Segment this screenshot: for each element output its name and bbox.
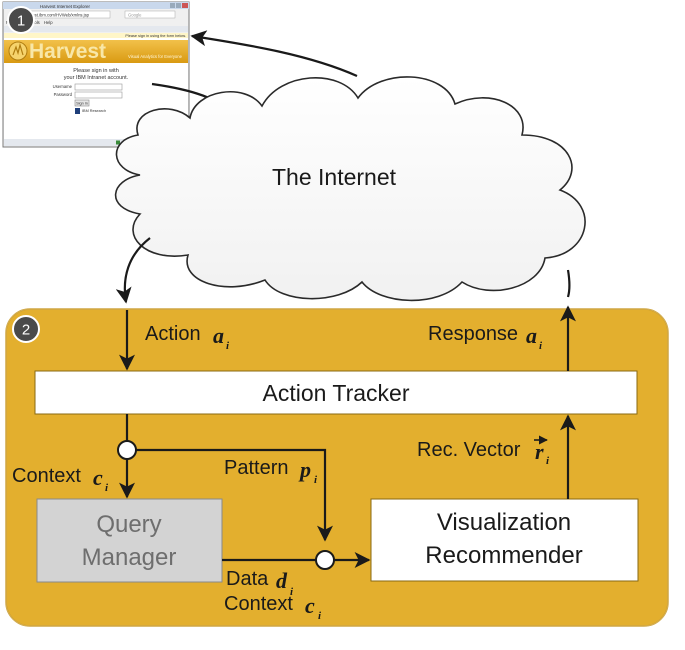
signin-line-2: your IBM Intranet account. <box>64 75 129 81</box>
internet-label: The Internet <box>272 164 397 190</box>
browser-menu-1: Tools <box>30 20 40 25</box>
junction-data <box>315 550 335 570</box>
signin-button-label: Sign In <box>76 102 88 106</box>
label-action-sub: i <box>226 340 230 352</box>
badge-1: 1 <box>7 6 35 34</box>
label-response-text: Response <box>428 323 518 345</box>
label-context-top: Context c i <box>12 465 109 494</box>
label-context-bottom-sym: c <box>305 593 315 618</box>
arrow-cloud-to-panel <box>115 237 151 304</box>
browser-address: /harvest.ibm.com/HVWeb/xmlns.jsp <box>23 13 90 18</box>
badge-1-label: 1 <box>17 13 25 30</box>
action-tracker-box: Action Tracker <box>34 370 638 415</box>
footer-brand: IBM Research <box>82 109 106 113</box>
label-rec-vector-sym: r <box>535 439 544 464</box>
label-rec-vector: Rec. Vector r i <box>417 435 550 467</box>
label-context-bottom: Context c i <box>224 593 322 622</box>
label-response: Response a i <box>428 323 543 352</box>
label-data-text: Data <box>226 568 269 590</box>
badge-2-label: 2 <box>22 322 30 339</box>
browser-search-box <box>124 10 176 19</box>
vis-recommender-box: Visualization Recommender <box>370 498 639 582</box>
label-response-sub: i <box>539 340 543 352</box>
harvest-banner <box>4 40 188 63</box>
query-manager-label-2: Manager <box>82 544 177 571</box>
arrow-panel-to-cloud <box>566 269 571 298</box>
action-tracker-label: Action Tracker <box>263 380 410 406</box>
browser-tab-title: Harvest Internet Explorer <box>40 4 91 9</box>
query-manager-label-1: Query <box>96 511 161 538</box>
label-pattern-text: Pattern <box>224 457 288 479</box>
label-pattern: Pattern p i <box>224 457 318 486</box>
harvest-logo-text: Harvest <box>29 40 106 63</box>
username-label: Username <box>53 84 73 89</box>
label-context-bottom-sub: i <box>318 610 322 622</box>
label-pattern-sym: p <box>298 457 311 482</box>
label-response-sym: a <box>526 323 537 348</box>
browser-menu-2: Help <box>44 20 53 25</box>
harvest-tagline: Visual Analytics for Everyone <box>128 54 183 59</box>
label-data: Data d i <box>226 568 294 598</box>
label-data-sym: d <box>276 568 288 593</box>
zone-icon <box>116 140 120 145</box>
browser-search-placeholder: Google <box>128 13 142 18</box>
label-data-sub: i <box>290 586 294 598</box>
label-action-sym: a <box>213 323 224 348</box>
label-context-top-sym: c <box>93 465 103 490</box>
panel-arrows <box>119 305 576 568</box>
vis-recommender-label-2: Recommender <box>425 542 582 569</box>
username-field[interactable] <box>74 83 123 91</box>
label-context-top-sub: i <box>105 482 109 494</box>
label-pattern-sub: i <box>314 474 318 486</box>
label-context-top-text: Context <box>12 465 81 487</box>
window-close-icon <box>182 3 188 8</box>
password-field[interactable] <box>74 91 123 99</box>
junction-context <box>117 440 137 460</box>
label-action: Action a i <box>145 323 230 352</box>
signin-line-1: Please sign in with <box>73 68 119 74</box>
password-label: Password <box>54 92 73 97</box>
signin-button[interactable] <box>74 99 90 107</box>
label-rec-vector-text: Rec. Vector <box>417 439 521 461</box>
cloud-arrows <box>115 30 571 304</box>
arrow-pattern <box>136 448 333 542</box>
label-rec-vector-sub: i <box>546 455 550 467</box>
vis-recommender-label-1: Visualization <box>437 509 571 536</box>
badge-2: 2 <box>12 315 40 343</box>
arrow-cloud-to-browser <box>190 30 358 78</box>
internet-cloud: The Internet <box>114 76 586 302</box>
query-manager-box: Query Manager <box>36 498 223 583</box>
label-action-text: Action <box>145 323 201 345</box>
label-context-bottom-text: Context <box>224 593 293 615</box>
browser-notice: Please sign in using the form below. <box>125 34 186 38</box>
